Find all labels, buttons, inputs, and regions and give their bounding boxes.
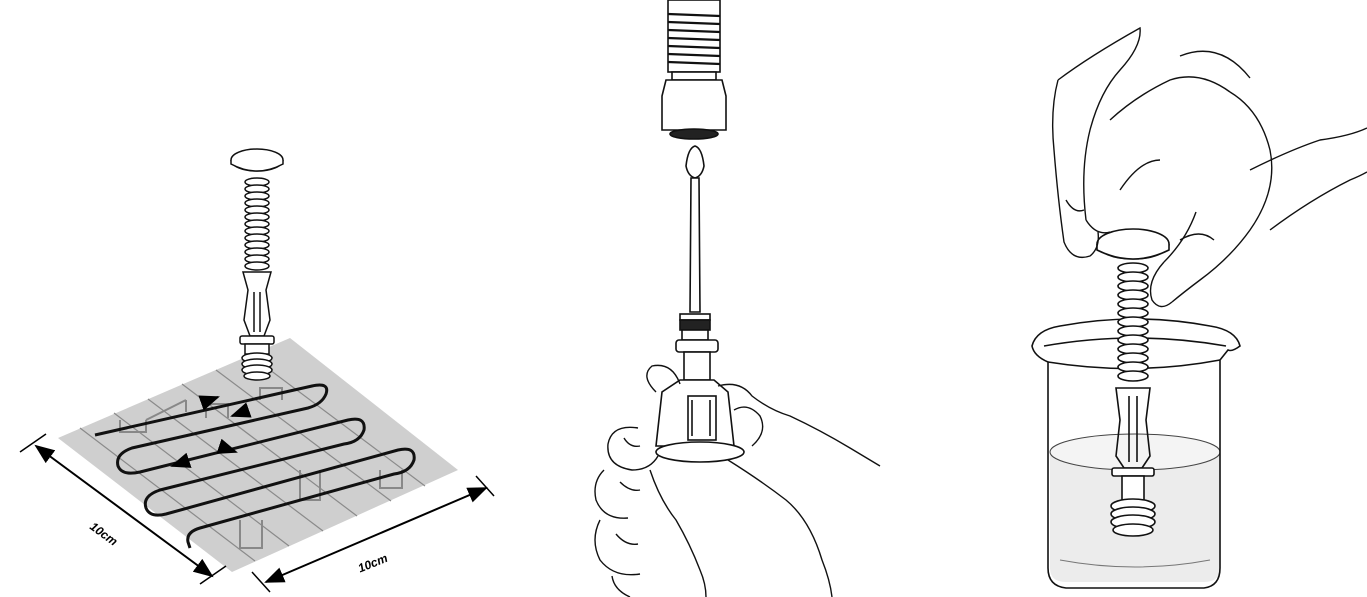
beaker-swab-tip — [1111, 499, 1155, 536]
swab-tip — [242, 353, 272, 380]
panel-swab-in-beaker — [1032, 28, 1367, 588]
beaker-swab-spring — [1118, 263, 1148, 381]
swab-body — [243, 272, 271, 336]
width-label: 10cm — [87, 519, 120, 549]
pressing-hand — [1053, 28, 1367, 307]
panel-swab-pattern: 10cm 10cm — [20, 149, 494, 592]
depth-label: 10cm — [356, 551, 390, 576]
panel-swab-into-unit — [595, 0, 880, 597]
swab-unit-base — [656, 380, 744, 462]
reader-probe — [662, 0, 726, 139]
swab-stick — [676, 146, 718, 380]
swab-spring — [245, 178, 269, 270]
holding-hand — [595, 365, 880, 597]
